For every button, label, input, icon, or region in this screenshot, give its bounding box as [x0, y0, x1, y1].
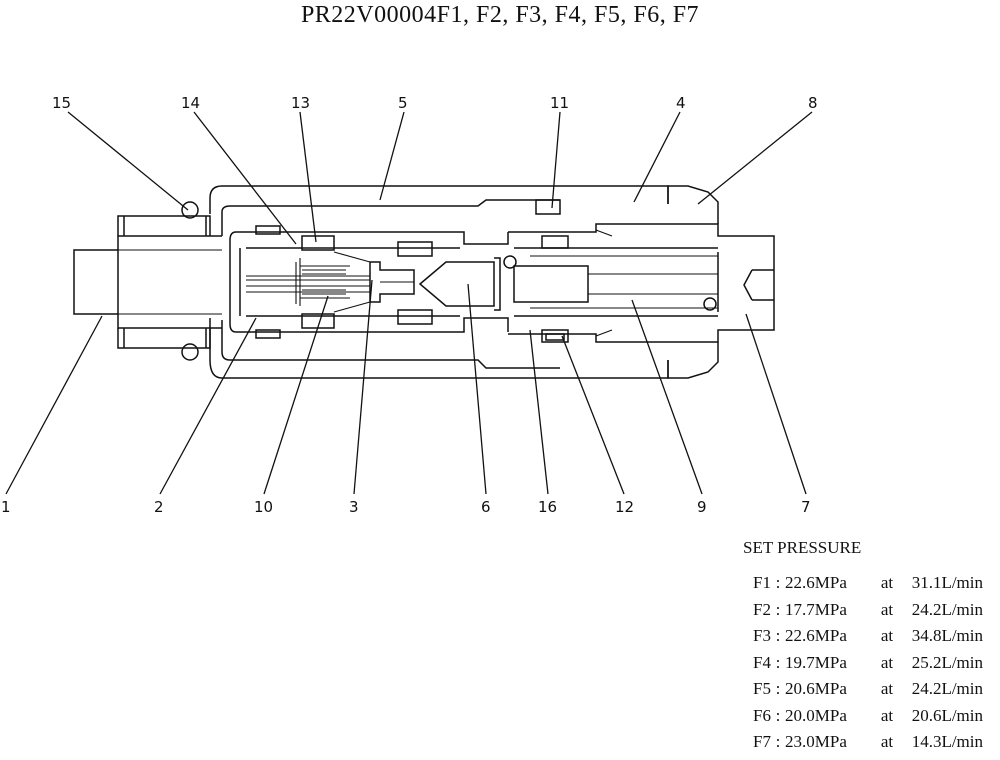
callout-4: 4	[676, 94, 686, 112]
pressure-row: F6 : 20.0MPa at 20.6L/min	[743, 703, 995, 730]
pressure-row-flow: 34.8L/min	[911, 626, 983, 646]
pressure-row-at: at	[880, 599, 894, 619]
pressure-row-id: F3	[753, 626, 771, 646]
pressure-row-id: F1	[753, 573, 771, 593]
pressure-row-sep: :	[775, 652, 781, 672]
pressure-row-flow: 24.2L/min	[911, 599, 983, 619]
pressure-row-sep: :	[775, 705, 781, 725]
pressure-row-sep: :	[775, 573, 781, 593]
pressure-row-id: F2	[753, 599, 771, 619]
left-plug-fitting	[73, 215, 222, 349]
pressure-row-flow: 14.3L/min	[911, 732, 983, 752]
o-ring-upper	[181, 201, 199, 219]
set-pressure-heading: SET PRESSURE	[743, 538, 862, 557]
pressure-row-sep: :	[775, 732, 781, 752]
pressure-row-value: 23.0MPa	[785, 732, 847, 752]
pressure-row-value: 19.7MPa	[785, 652, 847, 672]
pressure-row: F7 : 23.0MPa at 14.3L/min	[743, 729, 995, 756]
poppet	[369, 241, 433, 325]
pressure-row-value: 17.7MPa	[785, 599, 847, 619]
callout-13: 13	[291, 94, 310, 112]
pressure-row-sep: :	[775, 679, 781, 699]
callout-6: 6	[481, 498, 491, 516]
pressure-row-at: at	[880, 732, 894, 752]
pressure-row-flow: 31.1L/min	[911, 573, 983, 593]
pressure-row-at: at	[880, 705, 894, 725]
callout-12: 12	[615, 498, 634, 516]
callout-1: 1	[1, 498, 11, 516]
callout-10: 10	[254, 498, 273, 516]
pressure-row-at: at	[880, 652, 894, 672]
piston-cone	[418, 257, 501, 311]
callout-8: 8	[808, 94, 818, 112]
pressure-row-flow: 25.2L/min	[911, 652, 983, 672]
pressure-row-value: 20.0MPa	[785, 705, 847, 725]
pressure-row: F1 : 22.6MPa at 31.1L/min	[743, 570, 995, 597]
pressure-row-value: 22.6MPa	[785, 573, 847, 593]
callout-11: 11	[550, 94, 569, 112]
callout-2: 2	[154, 498, 164, 516]
pressure-row-at: at	[880, 679, 894, 699]
pressure-row-sep: :	[775, 599, 781, 619]
pressure-row-flow: 20.6L/min	[911, 705, 983, 725]
pressure-row: F5 : 20.6MPa at 24.2L/min	[743, 676, 995, 703]
callout-14: 14	[181, 94, 200, 112]
callout-16: 16	[538, 498, 557, 516]
page-title: PR22V00004F1, F2, F3, F4, F5, F6, F7	[300, 2, 700, 28]
pressure-row-at: at	[880, 626, 894, 646]
relief-valve-cross-section: 15 14 13 5 11 4 8 1 2 10 3 6 16 12 9 7	[1, 94, 818, 516]
pressure-row: F3 : 22.6MPa at 34.8L/min	[743, 623, 995, 650]
pressure-row-value: 20.6MPa	[785, 679, 847, 699]
pressure-row-id: F6	[753, 705, 771, 725]
adjust-plug	[503, 185, 775, 379]
pressure-row-at: at	[880, 573, 894, 593]
pressure-row-sep: :	[775, 626, 781, 646]
callout-labels: 15 14 13 5 11 4 8 1 2 10 3 6 16 12 9 7	[1, 94, 818, 516]
callout-15: 15	[52, 94, 71, 112]
pressure-row-id: F7	[753, 732, 771, 752]
pressure-row-value: 22.6MPa	[785, 626, 847, 646]
pressure-row: F2 : 17.7MPa at 24.2L/min	[743, 597, 995, 624]
o-ring-lower	[181, 343, 199, 361]
seat-and-spring	[246, 225, 371, 339]
pressure-row-id: F4	[753, 652, 771, 672]
callout-9: 9	[697, 498, 707, 516]
set-pressure-table: SET PRESSURE F1 : 22.6MPa at 31.1L/min F…	[743, 538, 995, 756]
callout-5: 5	[398, 94, 408, 112]
pressure-row-flow: 24.2L/min	[911, 679, 983, 699]
callout-7: 7	[801, 498, 811, 516]
callout-3: 3	[349, 498, 359, 516]
valve-body-outline	[209, 185, 669, 379]
pressure-row-id: F5	[753, 679, 771, 699]
leader-lines	[5, 111, 813, 495]
pressure-row: F4 : 19.7MPa at 25.2L/min	[743, 650, 995, 677]
